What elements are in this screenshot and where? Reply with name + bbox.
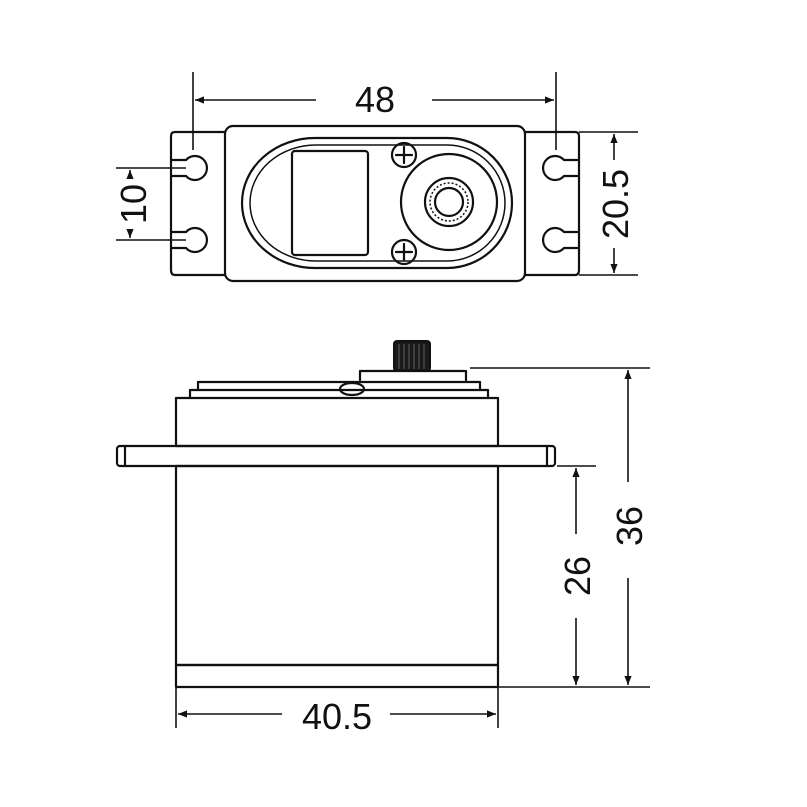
output-spline-icon	[423, 176, 475, 228]
output-shaft-housing	[399, 152, 499, 252]
side-lower-body	[174, 464, 500, 667]
screw-bottom-icon	[390, 238, 418, 266]
output-shaft-center	[433, 186, 465, 218]
left-mounting-flange	[169, 130, 227, 277]
side-mounting-flange	[115, 444, 557, 468]
dim-label-40-5: 40.5	[302, 696, 372, 737]
side-top-plate	[188, 388, 490, 400]
dim-label-36: 36	[609, 506, 650, 546]
mounting-slot-left-top	[169, 154, 208, 182]
top-case-outline	[223, 124, 527, 283]
spline-teeth	[429, 182, 469, 222]
side-upper-case	[174, 396, 500, 448]
mounting-slot-right-top	[542, 154, 581, 182]
side-top-cover	[196, 380, 482, 392]
screw-top-icon	[390, 141, 418, 169]
label-window	[290, 149, 370, 257]
dim-label-26: 26	[557, 556, 598, 596]
top-cover-outline	[240, 136, 514, 270]
dim-label-10: 10	[113, 184, 154, 224]
mounting-slot-left-bottom	[169, 226, 208, 254]
side-bottom-cover	[174, 663, 500, 689]
side-view: 36 26 40.5	[115, 340, 650, 737]
top-view: 48 10 20.5	[113, 72, 638, 283]
dim-label-20-5: 20.5	[595, 169, 636, 239]
side-shaft-boss	[358, 369, 468, 382]
top-cover-inner-outline	[249, 144, 506, 262]
right-mounting-flange	[523, 130, 581, 277]
side-top-screw	[338, 381, 366, 397]
mounting-slot-right-bottom	[542, 226, 581, 254]
dim-label-48: 48	[355, 79, 395, 120]
